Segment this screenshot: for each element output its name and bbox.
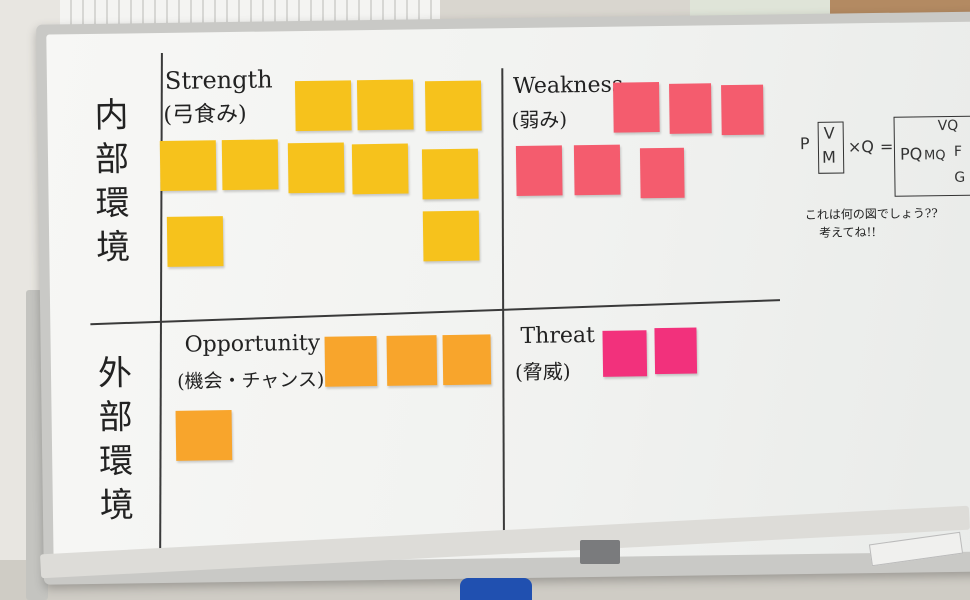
external-environment-label: 外 部 環 境 bbox=[97, 353, 135, 526]
whiteboard: 内 部 環 境 外 部 環 境 Strength (弓食み) Weakness … bbox=[46, 21, 970, 565]
sticky-note[interactable] bbox=[515, 145, 563, 197]
sticky-note[interactable] bbox=[573, 144, 621, 196]
sticky-note[interactable] bbox=[442, 334, 492, 386]
formula-times-q: ×Q bbox=[847, 137, 875, 157]
middle-horizontal-line bbox=[90, 299, 781, 326]
whiteboard-frame: 内 部 環 境 外 部 環 境 Strength (弓食み) Weakness … bbox=[36, 11, 970, 585]
sticky-note[interactable] bbox=[613, 82, 660, 133]
formula-equals: = bbox=[879, 136, 894, 156]
sticky-note[interactable] bbox=[166, 216, 224, 267]
sticky-note[interactable] bbox=[221, 139, 279, 191]
weakness-subtitle: (弱み) bbox=[511, 107, 568, 133]
sticky-note[interactable] bbox=[602, 330, 648, 377]
sticky-note[interactable] bbox=[324, 336, 378, 387]
formula-vq: VQ bbox=[937, 117, 959, 135]
marker-cap[interactable] bbox=[460, 578, 532, 600]
sticky-note[interactable] bbox=[424, 80, 482, 132]
formula-g: G bbox=[954, 169, 966, 186]
sticky-note[interactable] bbox=[175, 410, 233, 461]
sticky-note[interactable] bbox=[386, 335, 438, 386]
sticky-note[interactable] bbox=[356, 79, 414, 131]
opportunity-subtitle: (機会・チャンス) bbox=[176, 368, 325, 393]
sticky-note[interactable] bbox=[654, 327, 698, 375]
sticky-note[interactable] bbox=[421, 148, 479, 200]
formula-question: これは何の図でしょう?? bbox=[804, 206, 938, 223]
threat-title: Threat bbox=[520, 322, 596, 349]
formula-question-2: 考えてね!! bbox=[819, 225, 877, 240]
sticky-note[interactable] bbox=[669, 83, 712, 134]
weakness-title: Weakness bbox=[512, 72, 624, 100]
sticky-note[interactable] bbox=[422, 210, 480, 262]
sticky-note[interactable] bbox=[287, 142, 345, 194]
formula-f: F bbox=[953, 143, 963, 160]
strength-subtitle: (弓食み) bbox=[163, 101, 247, 128]
opportunity-title: Opportunity bbox=[184, 330, 321, 358]
left-vertical-line bbox=[159, 53, 163, 554]
sticky-note[interactable] bbox=[639, 147, 685, 199]
sticky-note[interactable] bbox=[721, 84, 764, 136]
sticky-note[interactable] bbox=[351, 143, 409, 195]
internal-environment-label: 内 部 環 境 bbox=[94, 95, 131, 268]
formula-m: M bbox=[821, 147, 837, 167]
strength-title: Strength bbox=[164, 65, 273, 95]
formula-mq: MQ bbox=[923, 148, 946, 164]
formula-v: V bbox=[823, 123, 835, 143]
formula-pq: PQ bbox=[899, 144, 923, 164]
formula-diagram: P V M ×Q = PQ VQ MQ F G これは何の図でしょう?? 考えて… bbox=[46, 21, 970, 240]
sticky-note[interactable] bbox=[294, 80, 352, 132]
threat-subtitle: (脅威) bbox=[514, 359, 571, 385]
formula-p: P bbox=[799, 133, 810, 154]
board-clip bbox=[580, 540, 620, 564]
sticky-note[interactable] bbox=[159, 140, 217, 192]
